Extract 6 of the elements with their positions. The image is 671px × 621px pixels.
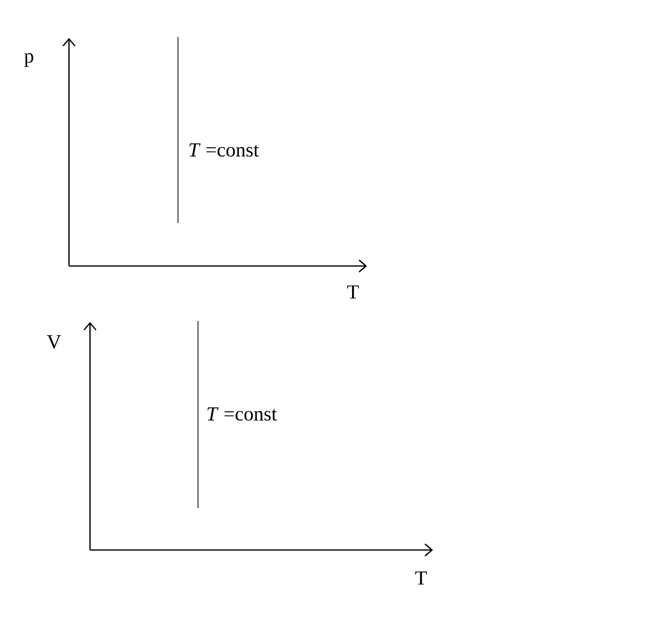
line-label: T =const: [190, 143, 259, 157]
line-label: T =const: [208, 407, 277, 421]
axis-label: T: [415, 571, 427, 585]
axis-label: p: [24, 53, 34, 67]
axis-label: T: [347, 285, 359, 299]
axis-label: V: [47, 335, 61, 349]
